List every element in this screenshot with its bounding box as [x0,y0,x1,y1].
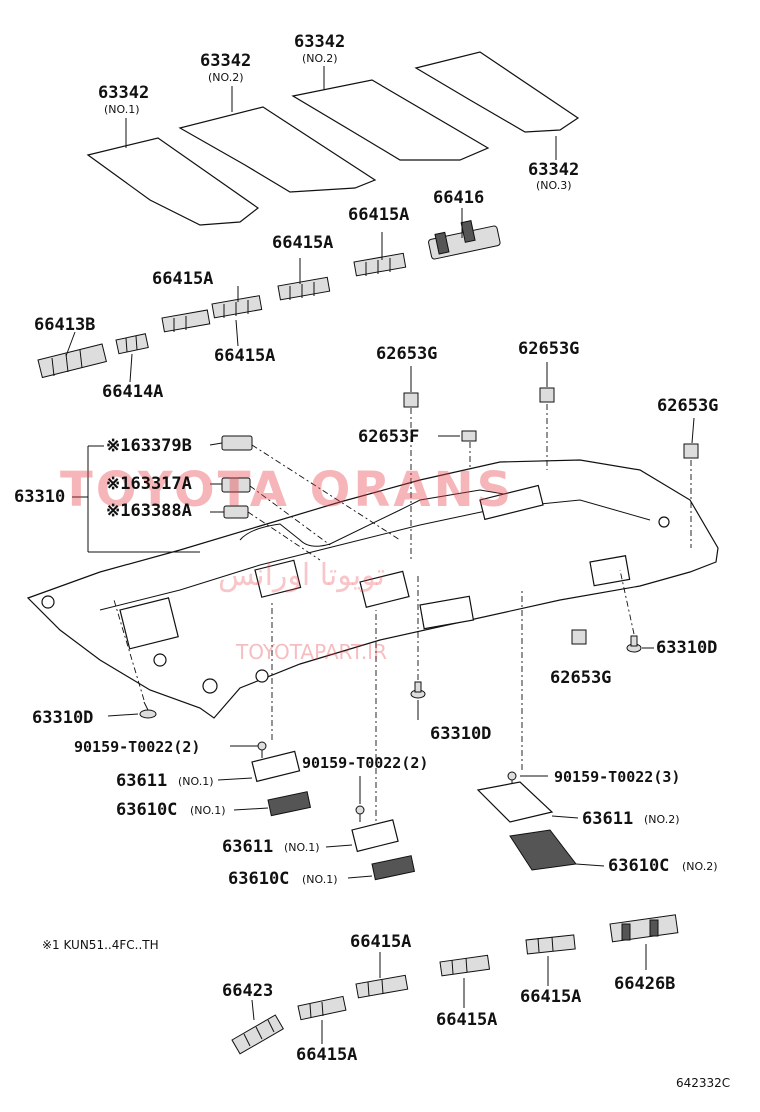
label-63310D-2: 63310D [430,724,492,744]
label-90159-2: 90159-T0022(2) [302,754,429,772]
part-63379B [221,435,253,451]
lens-63611-3 [476,781,554,823]
lens-63611-2 [351,819,399,853]
label-62653G-3: 62653G [657,396,719,416]
label-62653G-1: 62653G [376,344,438,364]
screw-90159-2 [355,805,365,822]
label-63342-no2b-sub: (NO.2) [302,52,338,65]
label-63610C-2-sub: (NO.1) [302,873,338,886]
label-66415A-8: 66415A [520,987,582,1007]
label-63611-2-sub: (NO.1) [284,841,320,854]
clip-66415A-4 [211,295,263,319]
label-63611-1-sub: (NO.1) [178,775,214,788]
clip-63310D-1 [139,701,157,719]
label-63342-no1: 63342 [98,83,150,103]
label-63611-3-sub: (NO.2) [644,813,680,826]
clip-63310D-3 [626,635,642,653]
label-63611-3: 63611 [582,809,634,829]
pad-62653G-1 [403,392,419,408]
lamp-63610C-1 [267,791,312,817]
clip-66415A-3 [161,309,211,333]
pad-62653G-3 [683,443,699,459]
label-90159-1: 90159-T0022(2) [74,738,201,756]
lamp-63610C-2 [371,855,416,881]
lamp-63610C-3 [509,829,577,871]
label-63611-1: 63611 [116,771,168,791]
panel-63342-no2a [178,106,377,193]
label-63611-2: 63611 [222,837,274,857]
label-63342-no3-sub: (NO.3) [536,179,572,192]
label-66415A-1: 66415A [348,205,410,225]
diagram-code: 642332C [676,1076,731,1090]
label-66415A-6: 66415A [350,932,412,952]
label-63342-no2a: 63342 [200,51,252,71]
label-63310D-3: 63310D [656,638,718,658]
watermark-site: TOYOTAPART.IR [236,640,387,664]
label-63310D-1: 63310D [32,708,94,728]
label-66415A-4: 66415A [214,346,276,366]
pad-62653F [461,430,477,442]
label-63610C-2: 63610C [228,869,290,889]
clip-66415A-6 [355,974,409,999]
label-63610C-1: 63610C [116,800,178,820]
label-63610C-3: 63610C [608,856,670,876]
label-66415A-2: 66415A [272,233,334,253]
clip-66426B [609,914,679,943]
clip-66415A-7 [439,954,491,977]
label-63610C-1-sub: (NO.1) [190,804,226,817]
clip-66415A-5 [297,995,347,1021]
label-66416: 66416 [433,188,485,208]
watermark-arabic: تویوتا اورانس [218,558,385,593]
clip-66414A [115,333,149,355]
screw-90159-1 [257,741,267,758]
label-63310: 63310 [14,487,66,507]
footnote: ※1 KUN51..4FC..TH [42,938,159,952]
panel-63342-no1 [86,137,260,226]
clip-66415A-8 [525,934,576,955]
watermark-brand: TOYOTA ORANS [60,462,515,518]
label-63610C-3-sub: (NO.2) [682,860,718,873]
label-90159-3: 90159-T0022(3) [554,768,681,786]
label-66415A-7: 66415A [436,1010,498,1030]
panel-63342-no3 [414,51,580,133]
label-63388A: ※163388A [106,501,192,521]
lens-63611-1 [251,750,301,783]
label-62653G-2: 62653G [518,339,580,359]
part-63317A [221,477,251,493]
clip-66415A-2 [277,276,331,301]
panel-63342-no2b [291,79,490,161]
label-62653G-4: 62653G [550,668,612,688]
label-66426B: 66426B [614,974,676,994]
label-66423: 66423 [222,981,274,1001]
pad-62653G-2 [539,387,555,403]
label-66413B: 66413B [34,315,96,335]
label-63342-no2a-sub: (NO.2) [208,71,244,84]
label-63317A: ※163317A [106,474,192,494]
clip-66423 [231,1014,284,1055]
label-66415A-3: 66415A [152,269,214,289]
clip-63310D-2 [410,681,426,699]
label-63379B: ※163379B [106,436,192,456]
label-62653F: 62653F [358,427,420,447]
label-66415A-5: 66415A [296,1045,358,1065]
clip-66416 [428,220,501,260]
clip-66413B [37,343,108,379]
pad-62653G-4 [571,629,587,645]
label-63342-no3: 63342 [528,160,580,180]
clip-66415A-1 [353,252,407,277]
label-63342-no1-sub: (NO.1) [104,103,140,116]
label-66414A: 66414A [102,382,164,402]
label-63342-no2b: 63342 [294,32,346,52]
